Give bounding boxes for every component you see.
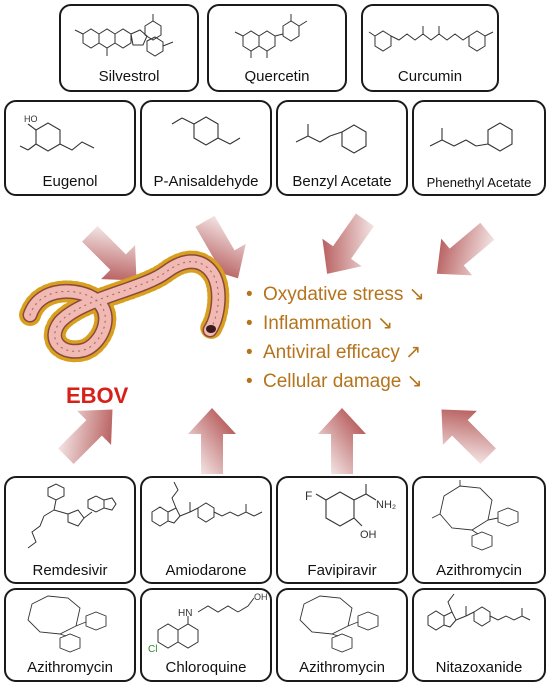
hydroxyl-label: OH (360, 529, 377, 541)
svg-text:HO: HO (24, 114, 38, 124)
compound-label: P-Anisaldehyde (153, 173, 259, 190)
compound-box-azithromycin-3: Azithromycin (276, 588, 408, 682)
compound-box-p-anisaldehyde: P-Anisaldehyde (140, 100, 272, 196)
compound-box-silvestrol: Silvestrol (59, 4, 199, 92)
compound-label: Curcumin (397, 68, 463, 85)
effect-text: Inflammation (263, 313, 372, 334)
compound-label: Azithromycin (27, 659, 113, 676)
arrow-azithromycin (441, 409, 496, 464)
compound-label: Phenethyl Acetate (426, 175, 532, 190)
hydroxyl-label: OH (254, 592, 268, 602)
compound-box-azithromycin-2: Azithromycin (4, 588, 136, 682)
amine-label: NH₂ (376, 499, 396, 511)
trend-down-icon: ↘ (408, 284, 425, 305)
chlorine-label: Cl (148, 644, 157, 655)
curcumin-structure-icon (368, 26, 494, 52)
effect-text: Antiviral efficacy (263, 342, 400, 363)
quercetin-structure-icon (234, 14, 308, 58)
compound-label: Silvestrol (98, 68, 160, 85)
compound-label: Amiodarone (165, 562, 247, 579)
compound-label: Chloroquine (165, 659, 247, 676)
benzyl-acetate-structure-icon (295, 124, 367, 154)
azithromycin-structure-icon (299, 595, 379, 653)
arrow-favipiravir (318, 408, 366, 474)
silvestrol-structure-icon (74, 14, 174, 57)
trend-down-icon: ↘ (377, 313, 393, 334)
trend-down-icon: ↘ (406, 371, 423, 392)
eugenol-structure-icon: HO (19, 114, 95, 152)
arrow-amiodarone (188, 408, 236, 474)
compound-label: Eugenol (42, 173, 98, 190)
compound-box-curcumin: Curcumin (361, 4, 499, 92)
p-anisaldehyde-structure-icon (171, 116, 241, 146)
compound-label: Azithromycin (436, 562, 522, 579)
amine-label: HN (178, 608, 192, 619)
compound-label: Favipiravir (307, 562, 377, 579)
compound-box-amiodarone: Amiodarone (140, 476, 272, 584)
compound-box-favipiravir: F NH₂ OH Favipiravir (276, 476, 408, 584)
azithromycin-structure-icon (431, 480, 519, 551)
effect-text: Oxydative stress (263, 284, 404, 305)
nitazoxanide-structure-icon (427, 593, 531, 631)
compound-label: Azithromycin (299, 659, 385, 676)
arrow-phenethyl-acetate (436, 222, 495, 276)
compound-box-quercetin: Quercetin (207, 4, 347, 92)
effect-text: Cellular damage (263, 371, 402, 392)
favipiravir-structure-icon: F NH₂ OH (305, 484, 396, 541)
arrow-benzyl-acetate (322, 213, 374, 274)
azithromycin-structure-icon (27, 595, 107, 653)
arrow-remdesivir (58, 409, 113, 464)
arrow-p-anisaldehyde (195, 215, 246, 279)
compound-box-eugenol: HO Eugenol (4, 100, 136, 196)
compound-box-nitazoxanide: Nitazoxanide (412, 588, 546, 682)
effect-item: •Cellular damage ↘ (246, 371, 423, 392)
compound-box-azithromycin-1: Azithromycin (412, 476, 546, 584)
compound-label: Quercetin (244, 68, 310, 85)
effect-item: •Antiviral efficacy ↗ (246, 342, 422, 363)
effect-item: •Inflammation ↘ (246, 313, 393, 334)
phenethyl-acetate-structure-icon (429, 122, 513, 152)
effects-list: •Oxydative stress ↘ •Inflammation ↘ •Ant… (246, 280, 425, 396)
compound-label: Remdesivir (32, 562, 108, 579)
compound-label: Nitazoxanide (435, 659, 523, 676)
compound-box-phenethyl-acetate: Phenethyl Acetate (412, 100, 546, 196)
arrow-eugenol (82, 226, 137, 281)
compound-box-remdesivir: Remdesivir (4, 476, 136, 584)
effect-item: •Oxydative stress ↘ (246, 284, 425, 305)
amiodarone-structure-icon (151, 481, 263, 527)
remdesivir-structure-icon (27, 483, 117, 549)
trend-up-icon: ↗ (405, 342, 422, 363)
compound-box-benzyl-acetate: Benzyl Acetate (276, 100, 408, 196)
compound-label: Benzyl Acetate (292, 173, 392, 190)
fluorine-label: F (305, 489, 312, 503)
ebov-label: EBOV (66, 383, 129, 408)
chloroquine-structure-icon: Cl HN OH (148, 592, 268, 655)
compound-box-chloroquine: Cl HN OH Chloroquine (140, 588, 272, 682)
